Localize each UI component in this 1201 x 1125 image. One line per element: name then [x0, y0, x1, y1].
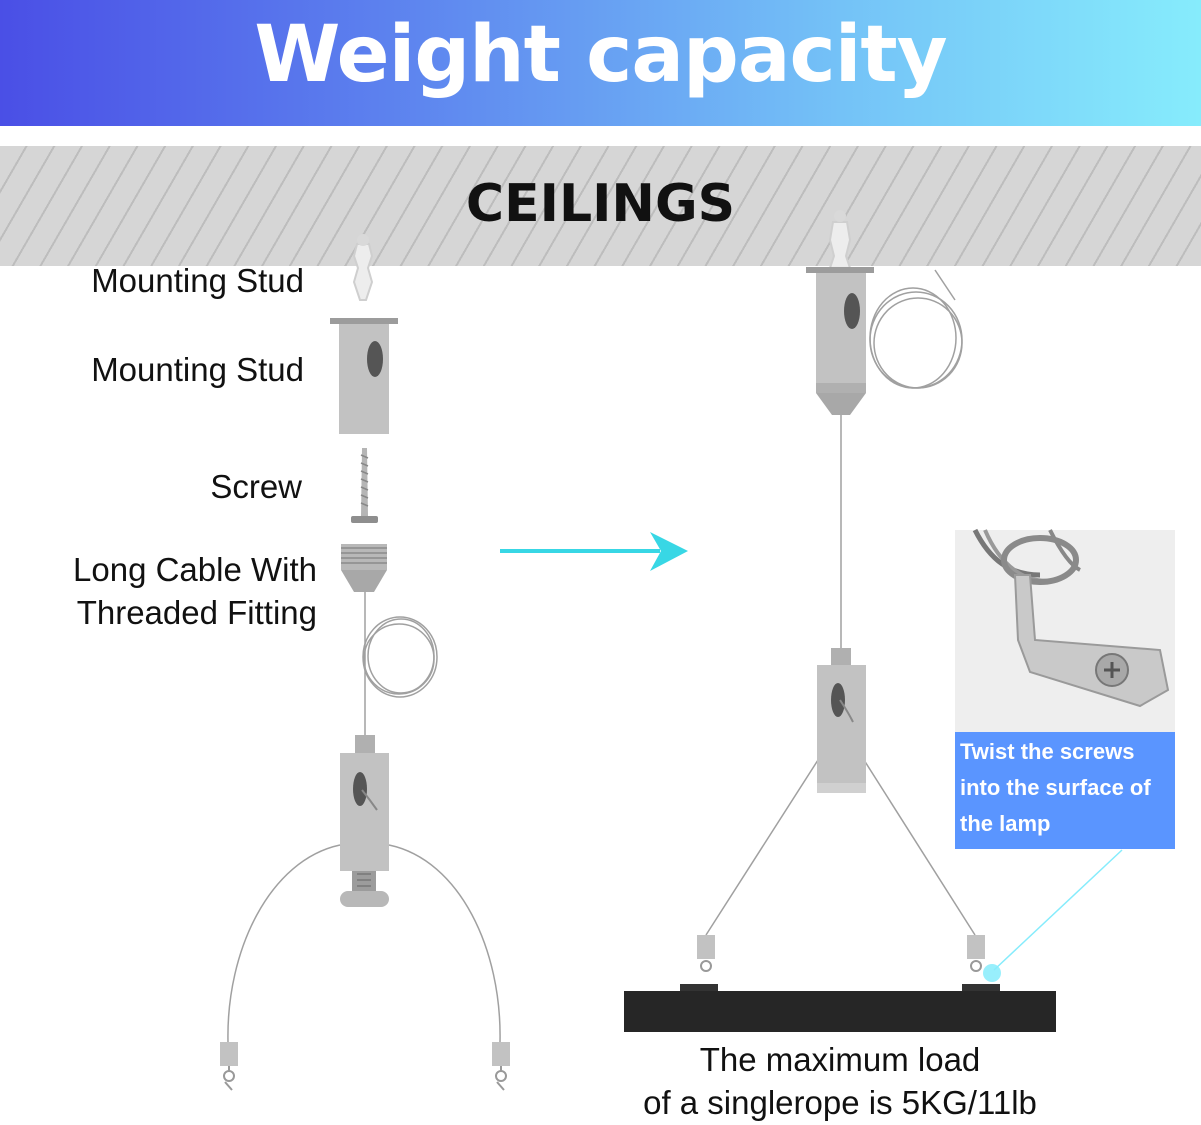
label-screw: Screw: [210, 468, 302, 505]
lamp-hook-right-icon: [962, 935, 1000, 992]
suspension-cable: [705, 415, 976, 936]
max-load-line2: of a singlerope is 5KG/11lb: [643, 1084, 1037, 1121]
mounting-stud-icon: [330, 318, 398, 434]
label-long-cable-line1: Long Cable With: [73, 551, 317, 588]
page-title: Weight capacity: [254, 10, 947, 100]
max-load-text: The maximum load of a singlerope is 5KG/…: [600, 1038, 1080, 1124]
header-banner: [0, 0, 1201, 126]
wall-anchor-icon: [352, 234, 374, 301]
label-long-cable: Long Cable With Threaded Fitting: [20, 548, 317, 634]
threaded-fitting-icon: [341, 544, 387, 592]
cable-coil-icon: [362, 592, 438, 735]
label-mounting-stud: Mounting Stud: [91, 351, 304, 388]
bracket-photo: [955, 528, 1175, 732]
assembled-mounting-stud-icon: [806, 267, 874, 415]
max-load-line1: The maximum load: [699, 1041, 981, 1078]
assembled-anchor-icon: [828, 210, 852, 269]
screw-icon: [351, 448, 378, 523]
label-long-cable-line2: Threaded Fitting: [76, 594, 317, 631]
inset-caption: Twist the screws into the surface of the…: [955, 732, 1175, 849]
callout-pointer: [983, 849, 1123, 982]
arrow-right-icon: [500, 532, 688, 571]
assembled-cable-coil-icon: [869, 269, 963, 389]
assembled-gripper-icon: [817, 648, 866, 793]
lamp-hook-left-icon: [680, 935, 718, 992]
cable-end-hook-icon: [492, 1042, 510, 1091]
ceiling-label: CEILINGS: [465, 174, 736, 234]
loose-cable-ends: [227, 844, 501, 1043]
ceiling-surface: [0, 146, 1201, 266]
cable-gripper-icon: [340, 735, 389, 907]
cable-end-hook-icon: [220, 1042, 238, 1091]
label-mounting-stud-anchor: Mounting Stud: [91, 262, 304, 299]
lamp-body: [624, 991, 1056, 1032]
